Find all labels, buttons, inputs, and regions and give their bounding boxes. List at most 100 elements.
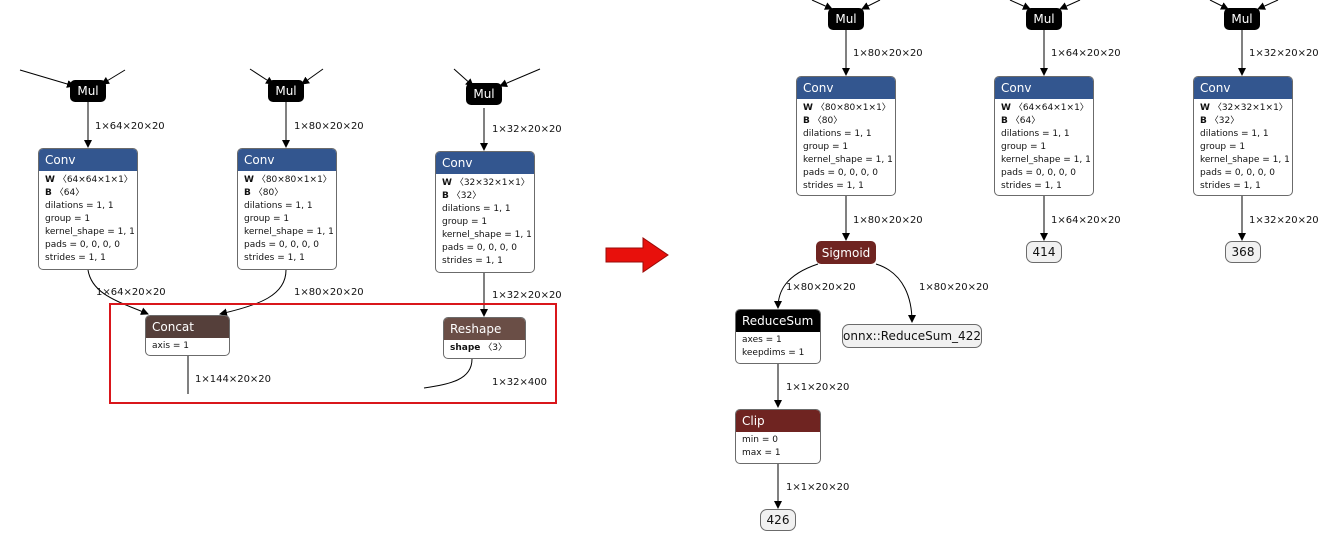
conv-title: Conv [39,149,137,171]
right-arrow-icon [605,237,669,273]
mul-node[interactable]: Mul [828,8,864,30]
group-attr: group = 1 [1200,142,1246,152]
edge-label: 1×1×20×20 [786,482,850,493]
dilations-attr: dilations = 1, 1 [45,201,114,211]
kernel-shape-attr: kernel_shape = 1, 1 [442,230,532,240]
edge-label: 1×80×20×20 [919,282,989,293]
reducesum-title: ReduceSum [736,310,820,332]
weight-attr: W 〈32×32×1×1〉 [1200,103,1288,113]
bias-attr: B 〈64〉 [45,188,85,198]
edge-label: 1×32×20×20 [492,124,562,135]
pads-attr: pads = 0, 0, 0, 0 [45,240,120,250]
mul-node[interactable]: Mul [70,80,106,102]
min-attr: min = 0 [742,435,778,445]
output-node[interactable]: 414 [1026,241,1062,263]
edge-label: 1×64×20×20 [1051,48,1121,59]
pads-attr: pads = 0, 0, 0, 0 [442,243,517,253]
edge-label: 1×144×20×20 [195,374,272,385]
weight-attr: W 〈64×64×1×1〉 [1001,103,1089,113]
output-node[interactable]: 426 [760,509,796,531]
group-attr: group = 1 [1001,142,1047,152]
edge-label: 1×80×20×20 [853,48,923,59]
output-node[interactable]: 368 [1225,241,1261,263]
kernel-shape-attr: kernel_shape = 1, 1 [803,155,893,165]
strides-attr: strides = 1, 1 [45,253,106,263]
reshape-title: Reshape [444,318,525,340]
mul-node[interactable]: Mul [1026,8,1062,30]
conv-title: Conv [1194,77,1292,99]
dilations-attr: dilations = 1, 1 [442,204,511,214]
conv-title: Conv [238,149,336,171]
group-attr: group = 1 [45,214,91,224]
pads-attr: pads = 0, 0, 0, 0 [1001,168,1076,178]
strides-attr: strides = 1, 1 [803,181,864,191]
axis-attr: axis = 1 [152,341,190,351]
strides-attr: strides = 1, 1 [442,256,503,266]
conv-node[interactable]: Conv W 〈80×80×1×1〉 B 〈80〉 dilations = 1,… [796,76,896,196]
pads-attr: pads = 0, 0, 0, 0 [803,168,878,178]
weight-attr: W 〈64×64×1×1〉 [45,175,133,185]
edge-label: 1×80×20×20 [294,287,364,298]
max-attr: max = 1 [742,448,781,458]
conv-title: Conv [436,152,534,174]
mul-node[interactable]: Mul [268,80,304,102]
clip-node[interactable]: Clip min = 0 max = 1 [735,409,821,464]
edge-label: 1×32×400 [492,377,547,388]
conv-node[interactable]: Conv W 〈80×80×1×1〉 B 〈80〉 dilations = 1,… [237,148,337,270]
concat-title: Concat [146,316,229,338]
edge-label: 1×64×20×20 [1051,215,1121,226]
edge-label: 1×1×20×20 [786,382,850,393]
conv-node[interactable]: Conv W 〈64×64×1×1〉 B 〈64〉 dilations = 1,… [994,76,1094,196]
keepdims-attr: keepdims = 1 [742,348,805,358]
axes-attr: axes = 1 [742,335,782,345]
group-attr: group = 1 [244,214,290,224]
mul-node[interactable]: Mul [466,83,502,105]
conv-title: Conv [797,77,895,99]
kernel-shape-attr: kernel_shape = 1, 1 [244,227,334,237]
dilations-attr: dilations = 1, 1 [1200,129,1269,139]
edge-label: 1×80×20×20 [853,215,923,226]
reducesum-node[interactable]: ReduceSum axes = 1 keepdims = 1 [735,309,821,364]
highlight-box [109,303,557,404]
edge-label: 1×32×20×20 [1249,48,1319,59]
pads-attr: pads = 0, 0, 0, 0 [244,240,319,250]
edge-label: 1×64×20×20 [96,287,166,298]
edge-label: 1×80×20×20 [786,282,856,293]
bias-attr: B 〈80〉 [244,188,284,198]
strides-attr: strides = 1, 1 [1001,181,1062,191]
conv-title: Conv [995,77,1093,99]
edge-label: 1×32×20×20 [1249,215,1319,226]
shape-attr: shape 〈3〉 [450,343,507,353]
bias-attr: B 〈80〉 [803,116,843,126]
mul-node[interactable]: Mul [1224,8,1260,30]
weight-attr: W 〈32×32×1×1〉 [442,178,530,188]
conv-node[interactable]: Conv W 〈64×64×1×1〉 B 〈64〉 dilations = 1,… [38,148,138,270]
pads-attr: pads = 0, 0, 0, 0 [1200,168,1275,178]
bias-attr: B 〈32〉 [442,191,482,201]
edge-label: 1×64×20×20 [95,121,165,132]
group-attr: group = 1 [803,142,849,152]
strides-attr: strides = 1, 1 [1200,181,1261,191]
strides-attr: strides = 1, 1 [244,253,305,263]
output-node[interactable]: onnx::ReduceSum_422 [842,324,982,348]
kernel-shape-attr: kernel_shape = 1, 1 [45,227,135,237]
bias-attr: B 〈32〉 [1200,116,1240,126]
bias-attr: B 〈64〉 [1001,116,1041,126]
edge-label: 1×80×20×20 [294,121,364,132]
clip-title: Clip [736,410,820,432]
concat-node[interactable]: Concat axis = 1 [145,315,230,356]
sigmoid-node[interactable]: Sigmoid [816,241,876,264]
kernel-shape-attr: kernel_shape = 1, 1 [1001,155,1091,165]
weight-attr: W 〈80×80×1×1〉 [803,103,891,113]
dilations-attr: dilations = 1, 1 [244,201,313,211]
dilations-attr: dilations = 1, 1 [803,129,872,139]
kernel-shape-attr: kernel_shape = 1, 1 [1200,155,1290,165]
reshape-node[interactable]: Reshape shape 〈3〉 [443,317,526,359]
group-attr: group = 1 [442,217,488,227]
dilations-attr: dilations = 1, 1 [1001,129,1070,139]
weight-attr: W 〈80×80×1×1〉 [244,175,332,185]
conv-node[interactable]: Conv W 〈32×32×1×1〉 B 〈32〉 dilations = 1,… [1193,76,1293,196]
conv-node[interactable]: Conv W 〈32×32×1×1〉 B 〈32〉 dilations = 1,… [435,151,535,273]
edge-label: 1×32×20×20 [492,290,562,301]
